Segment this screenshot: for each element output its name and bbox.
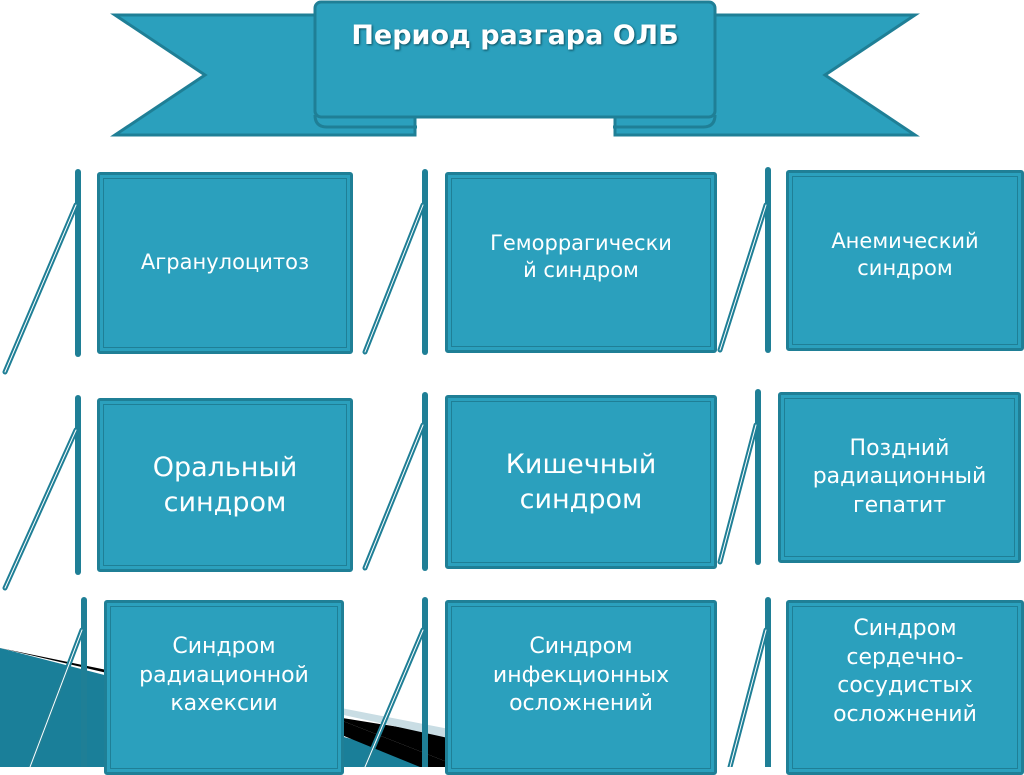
box-label: Кишечный синдром [505, 448, 657, 515]
box-label: Оральный синдром [152, 451, 298, 518]
box-cardiovascular: Синдром сердечно- сосудистых осложнений [786, 600, 1024, 775]
box-hepatitis: Поздний радиационный гепатит [778, 392, 1021, 563]
box-cachexia: Синдром радиационной кахексии [104, 600, 344, 775]
box-label: Анемический синдром [831, 229, 979, 281]
box-infectious: Синдром инфекционных осложнений [445, 600, 717, 775]
flag-poles [2, 167, 771, 767]
box-oral: Оральный синдром [97, 398, 353, 572]
box-label: Синдром сердечно- сосудистых осложнений [833, 616, 977, 727]
box-label: Геморрагически й синдром [490, 231, 672, 283]
title-banner [110, 0, 920, 137]
box-anemic: Анемический синдром [786, 170, 1024, 351]
box-label: Поздний радиационный гепатит [812, 435, 987, 518]
box-label: Синдром инфекционных осложнений [492, 634, 670, 717]
box-label: Агранулоцитоз [140, 250, 310, 275]
slide-title: Период разгара ОЛБ [351, 20, 679, 51]
box-agranulocytosis: Агранулоцитоз [97, 172, 353, 354]
box-label: Синдром радиационной кахексии [139, 634, 309, 717]
box-intestinal: Кишечный синдром [445, 395, 717, 569]
box-hemorrhagic: Геморрагически й синдром [445, 172, 717, 353]
